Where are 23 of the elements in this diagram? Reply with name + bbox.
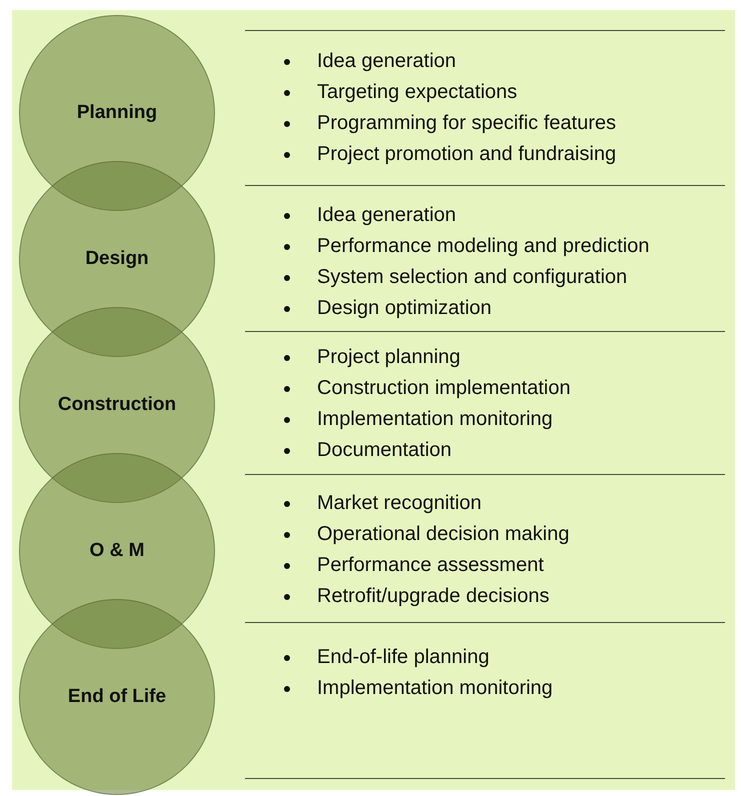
list-item: Operational decision making bbox=[317, 523, 570, 546]
list-item: Market recognition bbox=[317, 492, 482, 515]
list-item: Idea generation bbox=[317, 204, 456, 227]
list-item: Performance modeling and prediction bbox=[317, 235, 650, 258]
stage-label: End of Life bbox=[68, 686, 166, 708]
list-item: Documentation bbox=[317, 439, 452, 462]
list-item: Retrofit/upgrade decisions bbox=[317, 585, 550, 608]
list-item: Implementation monitoring bbox=[317, 408, 553, 431]
list-item: Programming for specific features bbox=[317, 112, 616, 135]
list-item: Design optimization bbox=[317, 297, 492, 320]
list-item: Targeting expectations bbox=[317, 81, 518, 104]
list-item: Idea generation bbox=[317, 50, 456, 73]
stage-label: Design bbox=[85, 248, 149, 270]
list-item: Project promotion and fundraising bbox=[317, 143, 616, 166]
list-item: Project planning bbox=[317, 346, 460, 369]
list-item: End-of-life planning bbox=[317, 646, 490, 669]
list-item: Performance assessment bbox=[317, 554, 544, 577]
stage-label: O & M bbox=[90, 540, 144, 562]
list-item: Construction implementation bbox=[317, 377, 570, 400]
list-item: Implementation monitoring bbox=[317, 677, 553, 700]
stage-label: Construction bbox=[58, 394, 176, 416]
list-item: System selection and configuration bbox=[317, 266, 628, 289]
stage-label: Planning bbox=[76, 102, 158, 124]
